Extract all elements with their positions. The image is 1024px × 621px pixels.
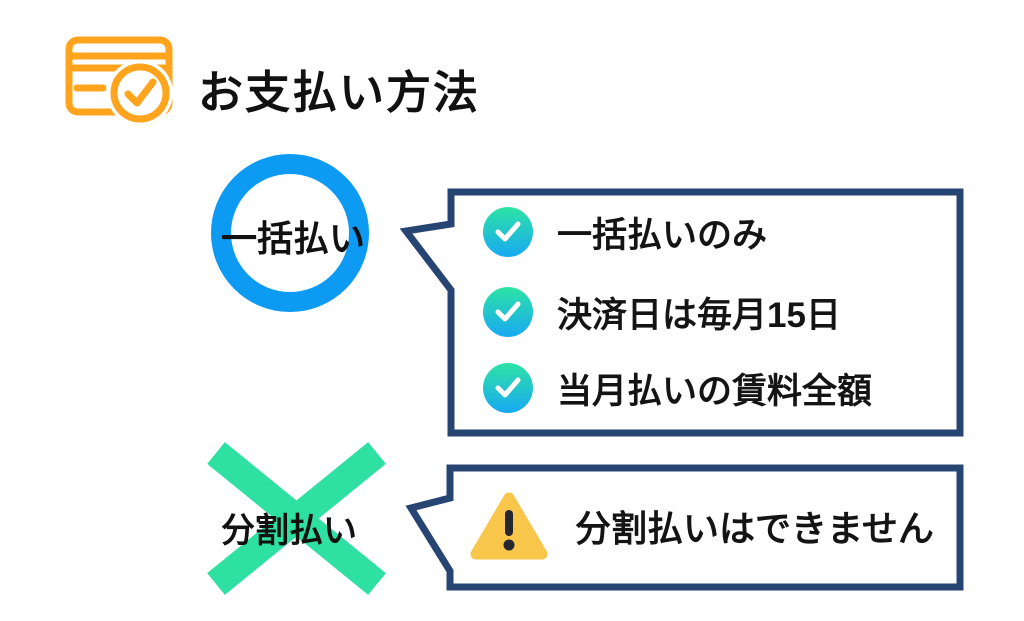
check-circle-icon <box>483 363 533 413</box>
check-circle-icon <box>483 207 533 257</box>
benefit-row: 一括払いのみ <box>483 207 767 257</box>
speech-bubble-installment <box>405 464 964 591</box>
lump-sum-label: 一括払い <box>220 218 365 259</box>
warning-text: 分割払いはできません <box>575 508 934 549</box>
benefit-row: 当月払いの賃料全額 <box>483 363 872 413</box>
benefit-row: 決済日は毎月15日 <box>483 287 841 337</box>
check-circle-icon <box>483 287 533 337</box>
page-title: お支払い方法 <box>198 67 481 118</box>
speech-bubble-lump-sum <box>399 188 964 437</box>
benefit-text: 一括払いのみ <box>557 215 768 255</box>
benefit-text: 決済日は毎月15日 <box>557 295 841 335</box>
cross-ng-mark <box>207 442 386 595</box>
installment-label: 分割払い <box>221 512 357 550</box>
benefit-text: 当月払いの賃料全額 <box>557 371 873 411</box>
credit-card-check-icon <box>65 36 173 125</box>
warning-icon <box>470 492 548 560</box>
warning-row: 分割払いはできません <box>469 487 934 565</box>
